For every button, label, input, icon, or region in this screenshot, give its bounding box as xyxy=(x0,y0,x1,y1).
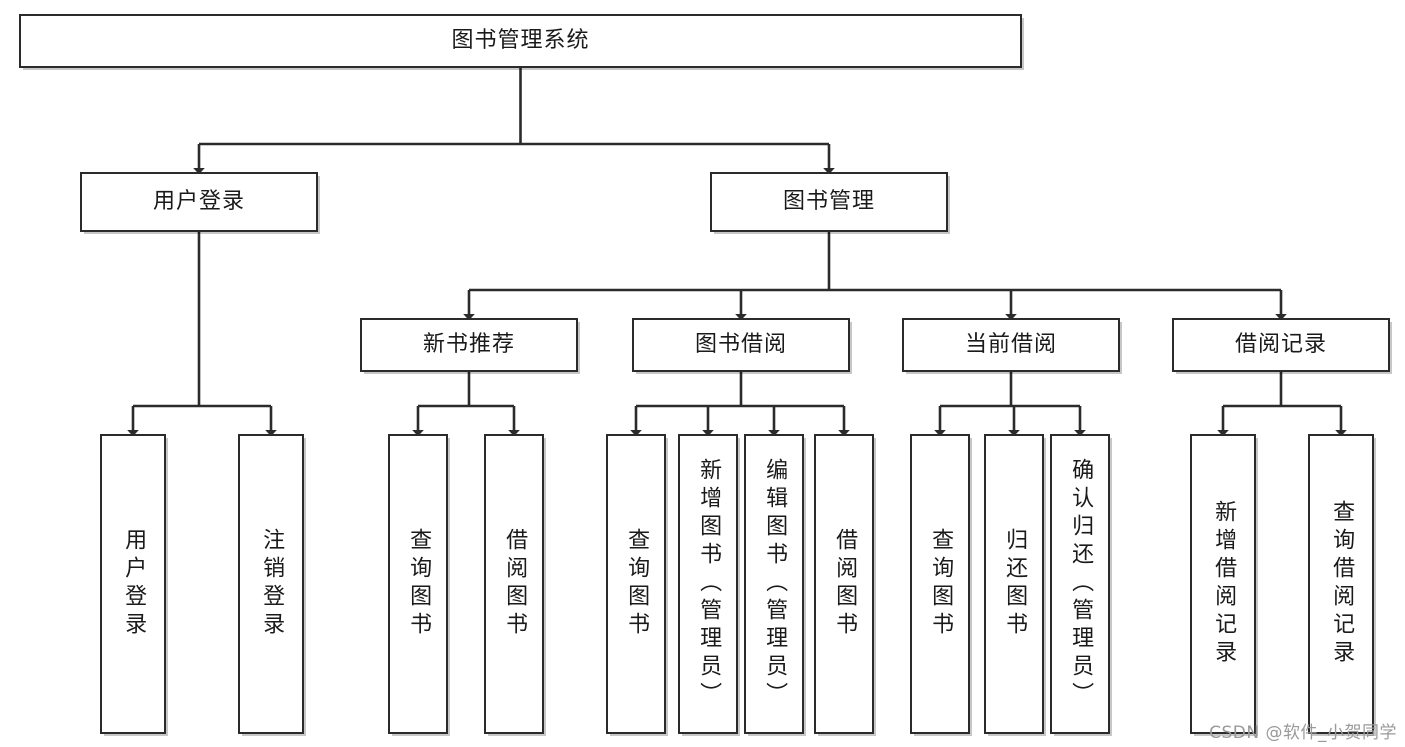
node-leaf-leaf-query-book-cur: 查询图书 xyxy=(910,434,970,734)
node-label: 图书管理系统 xyxy=(451,27,590,53)
node-label: 图书管理 xyxy=(782,188,875,214)
node-label: 用户登录 xyxy=(121,528,147,640)
node-label: 编辑图书（管理员） xyxy=(762,458,788,710)
node-label: 新增借阅记录 xyxy=(1211,500,1237,668)
node-leaf-leaf-query-borrow-record: 查询借阅记录 xyxy=(1308,434,1374,734)
node-label: 图书借阅 xyxy=(694,331,787,357)
node-leaf-leaf-query-book-borrow: 查询图书 xyxy=(606,434,666,734)
node-leaf-leaf-confirm-return-admin: 确认归还（管理员） xyxy=(1050,434,1110,734)
node-label: 借阅图书 xyxy=(832,528,858,640)
node-leaf-leaf-add-book-admin: 新增图书（管理员） xyxy=(678,434,738,734)
node-level2-borrow-record: 借阅记录 xyxy=(1172,318,1390,372)
node-label: 借阅记录 xyxy=(1234,331,1327,357)
node-leaf-leaf-edit-book-admin: 编辑图书（管理员） xyxy=(744,434,804,734)
node-label: 归还图书 xyxy=(1002,528,1028,640)
node-leaf-leaf-borrow-book: 借阅图书 xyxy=(814,434,874,734)
node-label: 新书推荐 xyxy=(422,331,515,357)
node-label: 确认归还（管理员） xyxy=(1068,458,1094,710)
node-label: 借阅图书 xyxy=(502,528,528,640)
node-label: 查询图书 xyxy=(406,528,432,640)
node-label: 查询图书 xyxy=(624,528,650,640)
node-level1-book-manage: 图书管理 xyxy=(710,172,948,232)
node-label: 新增图书（管理员） xyxy=(696,458,722,710)
node-label: 当前借阅 xyxy=(964,331,1057,357)
node-level2-current-borrow: 当前借阅 xyxy=(902,318,1120,372)
node-label: 查询图书 xyxy=(928,528,954,640)
node-label: 用户登录 xyxy=(152,188,245,214)
node-leaf-leaf-user-logout: 注销登录 xyxy=(238,434,304,734)
node-leaf-leaf-return-book: 归还图书 xyxy=(984,434,1044,734)
node-level1-user-login: 用户登录 xyxy=(80,172,318,232)
node-label: 注销登录 xyxy=(259,528,285,640)
node-leaf-leaf-query-book-rec: 查询图书 xyxy=(388,434,448,734)
node-root-root: 图书管理系统 xyxy=(19,14,1022,68)
node-level2-new-book-recommend: 新书推荐 xyxy=(360,318,578,372)
csdn-watermark: CSDN @软件_小贺同学 xyxy=(1209,723,1397,743)
node-label: 查询借阅记录 xyxy=(1329,500,1355,668)
node-leaf-leaf-add-borrow-record: 新增借阅记录 xyxy=(1190,434,1256,734)
node-leaf-leaf-borrow-book-rec: 借阅图书 xyxy=(484,434,544,734)
node-level2-book-borrow: 图书借阅 xyxy=(632,318,850,372)
node-leaf-leaf-user-login: 用户登录 xyxy=(100,434,166,734)
